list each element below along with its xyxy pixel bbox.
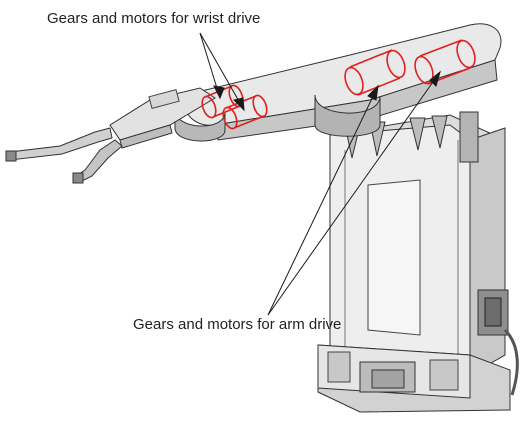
arm-drive-highlights [344, 39, 476, 96]
wrist-drive-highlights [201, 84, 268, 130]
wrist-drive-label: Gears and motors for wrist drive [47, 10, 261, 27]
robot-forearm [109, 87, 216, 149]
wrist-cylinder-2 [222, 94, 268, 130]
arm-drive-label: Gears and motors for arm drive [133, 316, 342, 333]
arm-cylinder-1 [344, 49, 406, 96]
wrist-leader-lines [199, 32, 245, 112]
robot-foot [317, 344, 511, 413]
arm-cylinder-2 [414, 39, 476, 85]
robot-base-column [329, 111, 519, 396]
arm-leader-lines [267, 70, 441, 316]
robot-gripper [5, 127, 123, 184]
